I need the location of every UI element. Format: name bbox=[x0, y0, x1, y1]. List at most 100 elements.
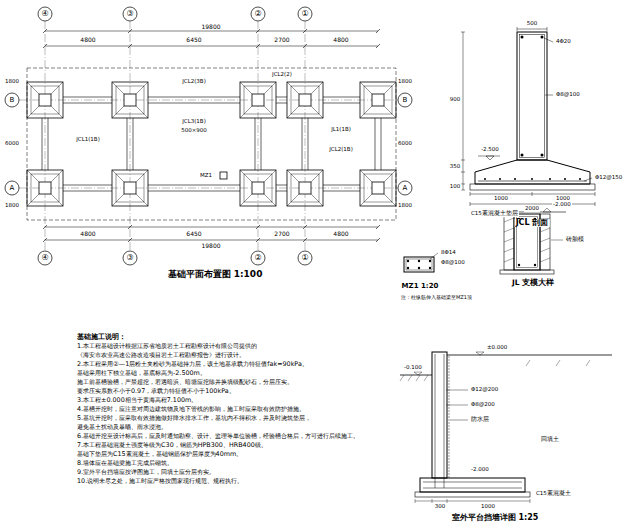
dimension-tick bbox=[128, 29, 132, 33]
pad-slope bbox=[112, 194, 124, 206]
axis-number: A bbox=[402, 185, 409, 192]
ground-beam bbox=[148, 103, 240, 104]
column bbox=[372, 182, 384, 194]
dimension-tick bbox=[256, 29, 260, 33]
ground-beam bbox=[323, 185, 360, 186]
pad-slope bbox=[360, 194, 372, 206]
notes-heading: 基础施工说明： bbox=[77, 333, 377, 342]
pad-slope bbox=[264, 106, 276, 118]
note-line: 4.基槽开挖时，应注意对周边建筑物及地下管线的影响，施工时应采取有效防护措施。 bbox=[77, 405, 377, 414]
material-label: 砖胎模 bbox=[565, 237, 585, 243]
dimension: 2700 bbox=[273, 231, 290, 237]
dimension: 1800 bbox=[397, 203, 413, 209]
dimension: 6450 bbox=[185, 37, 202, 43]
pad-slope bbox=[240, 194, 252, 206]
dimension: 4800 bbox=[332, 231, 349, 237]
pad-slope bbox=[311, 194, 323, 206]
dimension: 1800 bbox=[4, 79, 20, 85]
mz1-section bbox=[404, 253, 438, 272]
footing-pad bbox=[360, 82, 396, 118]
ground-beam bbox=[133, 118, 134, 170]
footing-pad bbox=[240, 170, 276, 206]
pad-slope bbox=[27, 170, 39, 182]
footing-pad bbox=[112, 170, 148, 206]
rebar-label: Φ8@100 bbox=[440, 260, 466, 266]
rebar-label: 8Φ14 bbox=[440, 250, 457, 256]
dimension-tick bbox=[376, 44, 380, 48]
pad-slope bbox=[136, 194, 148, 206]
elevation: -0.100 bbox=[403, 365, 423, 371]
drawing-title: MZ1 1:20 bbox=[401, 283, 440, 290]
ground-beam bbox=[148, 97, 240, 98]
note-line: 3.本工程±0.000相当于黄海高程7.100m。 bbox=[77, 396, 377, 405]
pad-slope bbox=[360, 106, 372, 118]
beam-label: JCL1(1B) bbox=[75, 137, 101, 143]
rebar-label: 4Φ20 bbox=[555, 39, 572, 45]
dimension: 1000 bbox=[480, 504, 496, 510]
dimension: 1800 bbox=[397, 79, 413, 85]
dimension-tick bbox=[376, 238, 380, 242]
note-line: 5.基坑开挖时，应采取有效措施做好降水排水工作，基坑内不得积水，并及时浇筑垫层， bbox=[77, 414, 377, 423]
ground-beam bbox=[308, 118, 309, 170]
ground-beam bbox=[127, 118, 128, 170]
axis-number: ② bbox=[253, 254, 262, 262]
pad-slope bbox=[51, 82, 63, 94]
axis-number: ② bbox=[253, 10, 262, 18]
elevation: -2.000 bbox=[470, 467, 490, 473]
dimension-tick bbox=[128, 238, 132, 242]
dimension: 4800 bbox=[79, 231, 96, 237]
dimension: 500 bbox=[526, 21, 539, 27]
column-label: MZ1 bbox=[199, 173, 213, 179]
axis-number: ① bbox=[300, 10, 309, 18]
axis-number: ④ bbox=[40, 254, 49, 262]
rebar-label: Φ12@150 bbox=[594, 175, 623, 181]
note-line: 6.基础开挖至设计标高后，应及时通知勘察、设计、监理等单位验槽，经验槽合格后，方… bbox=[77, 432, 377, 441]
ground-beam bbox=[42, 118, 43, 170]
ground-beam bbox=[323, 191, 360, 192]
note-line: 《海安市农业高速公路改造项目岩土工程勘察报告》进行设计。 bbox=[77, 351, 377, 360]
dimension: 2700 bbox=[273, 37, 290, 43]
ground-beam bbox=[63, 97, 112, 98]
dimension: 19800 bbox=[200, 24, 221, 30]
dimension: 4800 bbox=[79, 37, 96, 43]
ground-beam bbox=[148, 191, 240, 192]
pad-slope bbox=[287, 82, 299, 94]
column bbox=[252, 94, 264, 106]
dimension: 1800 bbox=[4, 203, 20, 209]
ground-beam bbox=[63, 103, 112, 104]
note-line: 1.本工程基础设计根据江苏省地质岩土工程勘察设计有限公司提供的 bbox=[77, 342, 377, 351]
elevation: -2.500 bbox=[480, 147, 500, 153]
plan-outline bbox=[27, 68, 396, 220]
axis-circles bbox=[5, 7, 412, 265]
pad-slope bbox=[51, 106, 63, 118]
drawing-title: JL 支模大样 bbox=[511, 279, 555, 287]
ground-beam bbox=[63, 191, 112, 192]
note-line: 8.墙体应在基础梁施工完成后砌筑。 bbox=[77, 459, 377, 468]
pad-slope bbox=[51, 194, 63, 206]
dimension-tick bbox=[376, 29, 380, 33]
dimension: 2000 bbox=[524, 206, 540, 212]
footing-pad bbox=[287, 170, 323, 206]
footing-pad bbox=[27, 170, 63, 206]
dimension: 1000 bbox=[493, 196, 509, 202]
material-label: 回填土 bbox=[540, 437, 560, 443]
retaining-wall bbox=[400, 352, 612, 503]
ground-beam bbox=[261, 118, 262, 170]
material-label: C15素混凝土 bbox=[535, 491, 572, 497]
footing-pad bbox=[287, 82, 323, 118]
note-line: 施工前基槽验槽，严禁超挖，若遇暗浜、暗塘应挖除并换填级配砂石，分层压实。 bbox=[77, 378, 377, 387]
note-line: 10.说明未尽之处，施工时应严格按国家现行规范、规程执行。 bbox=[77, 477, 377, 486]
note-line: 基础采用柱下独立基础，基底标高为-2.500m。 bbox=[77, 369, 377, 378]
note-line: 避免基土扰动及暴晒、雨水浸泡。 bbox=[77, 423, 377, 432]
note-line: 要求压实系数不小于0.97，承载力特征值不小于100kPa。 bbox=[77, 387, 377, 396]
jcl-section bbox=[461, 27, 595, 206]
pad-slope bbox=[112, 170, 124, 182]
column-symbol bbox=[220, 172, 227, 179]
axis-lines bbox=[19, 21, 398, 251]
dimension: 1000 bbox=[555, 196, 571, 202]
dimension: 350 bbox=[449, 164, 462, 170]
pad-slope bbox=[311, 106, 323, 118]
pad-slope bbox=[136, 82, 148, 94]
dimension-tick bbox=[256, 44, 260, 48]
pad-slope bbox=[51, 170, 63, 182]
